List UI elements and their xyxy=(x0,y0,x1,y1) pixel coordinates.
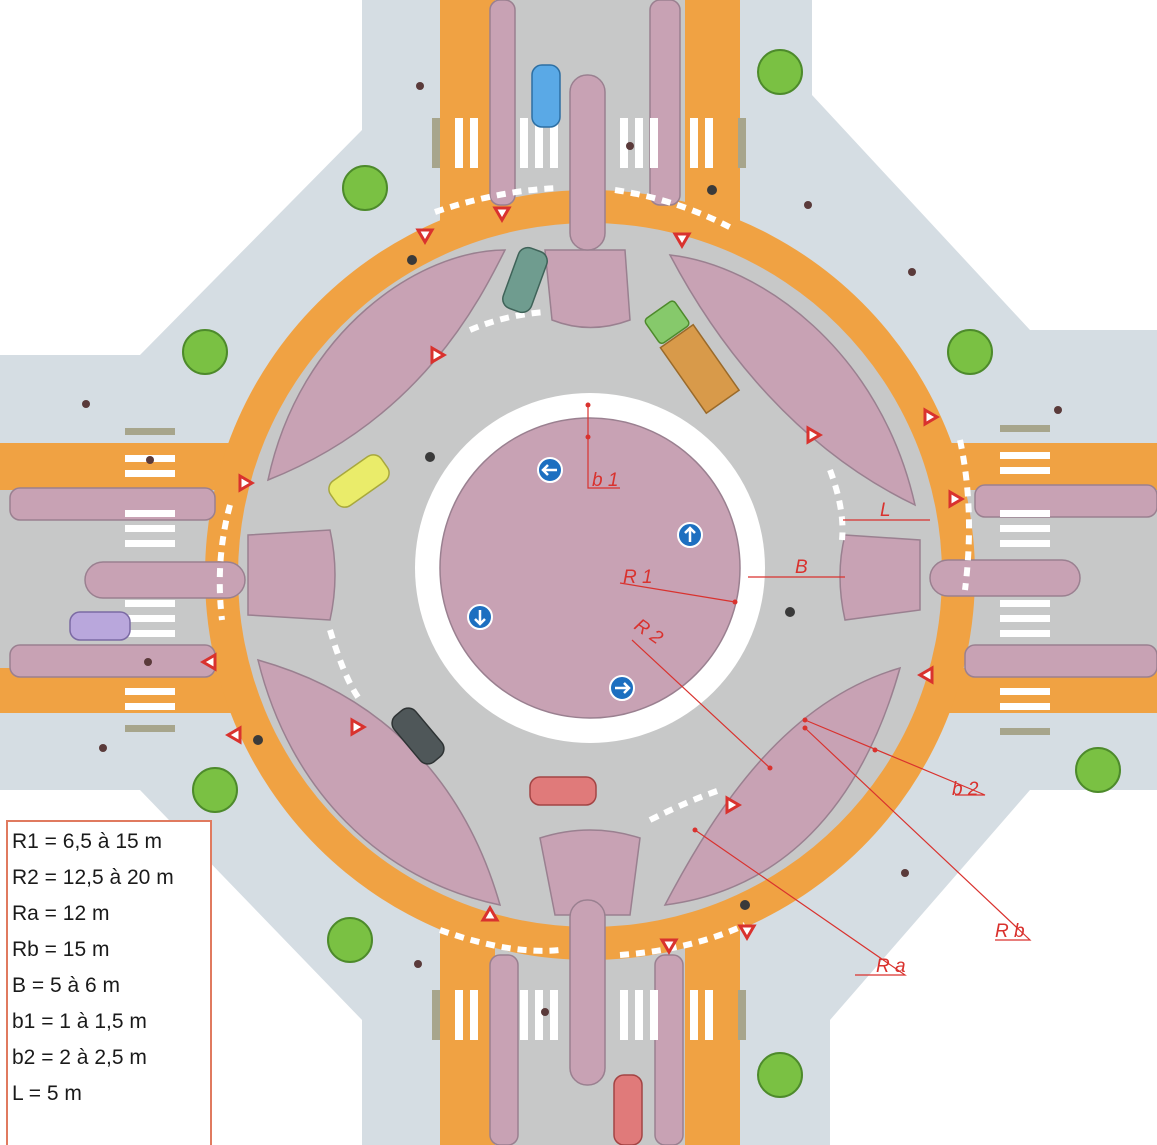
car-icon xyxy=(613,1074,643,1145)
car-icon xyxy=(328,454,390,508)
legend-line-b1: b1 = 1 à 1,5 m xyxy=(12,1010,147,1033)
vehicles xyxy=(69,64,741,1145)
legend-line-b2: b2 = 2 à 2,5 m xyxy=(12,1046,147,1069)
label-Ra: R a xyxy=(876,956,906,977)
car-icon xyxy=(391,707,445,765)
arrow-left-icon xyxy=(537,457,563,483)
label-R1: R 1 xyxy=(623,567,653,588)
legend-line-rb: Rb = 15 m xyxy=(12,938,110,961)
truck-icon xyxy=(644,300,741,415)
yield-lines xyxy=(216,185,972,958)
car-icon xyxy=(502,246,548,314)
car-icon xyxy=(531,64,561,128)
central-island xyxy=(439,417,741,719)
legend-box: R1 = 6,5 à 15 m R2 = 12,5 à 20 m Ra = 12… xyxy=(6,820,212,1145)
legend-line-r1: R1 = 6,5 à 15 m xyxy=(12,830,163,853)
arrow-right-icon xyxy=(609,675,635,701)
dimension-lines xyxy=(587,405,1032,976)
dimension-ticks xyxy=(585,402,878,833)
legend-line-r2: R2 = 12,5 à 20 m xyxy=(12,866,174,889)
tactile-strips xyxy=(125,118,1050,1040)
direction-signs xyxy=(467,457,703,701)
label-b2: b 2 xyxy=(952,779,979,800)
label-Rb: R b xyxy=(995,921,1025,942)
arrow-up-icon xyxy=(677,522,703,548)
arrow-down-icon xyxy=(467,604,493,630)
legend-line-l: L = 5 m xyxy=(12,1082,82,1105)
car-icon xyxy=(529,776,597,806)
yield-triangle-icon xyxy=(200,206,965,955)
label-b1: b 1 xyxy=(592,470,618,491)
legend-line-b: B = 5 à 6 m xyxy=(12,974,120,997)
tree-icon xyxy=(182,49,1121,1098)
cyclist-icon xyxy=(253,185,795,910)
legend-line-ra: Ra = 12 m xyxy=(12,902,110,925)
label-B: B xyxy=(795,557,808,578)
pedestrian-icon xyxy=(82,82,1062,1016)
car-icon xyxy=(69,611,131,641)
label-L: L xyxy=(880,500,891,521)
